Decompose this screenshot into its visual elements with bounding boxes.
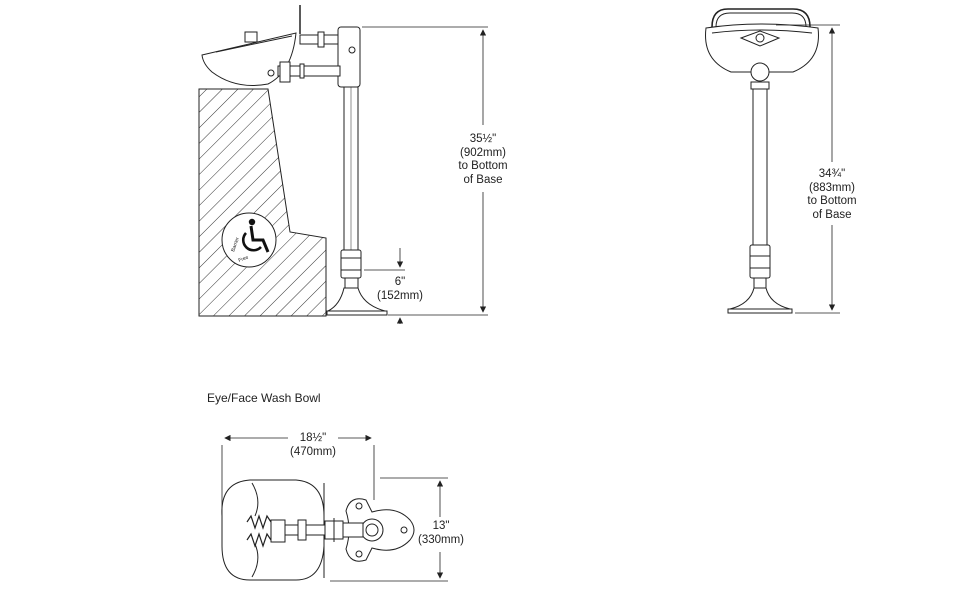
front-height-imperial: 34¾" (818, 168, 846, 180)
front-height-dimension: 34¾" (883mm) to Bottom of Base (801, 168, 863, 222)
bowl-depth-dimension: 13" (330mm) (410, 520, 472, 547)
base-height-imperial: 6" (394, 276, 406, 288)
bowl-plan-view (221, 434, 448, 582)
side-height-note-1: to Bottom (458, 160, 508, 172)
front-view (705, 8, 840, 314)
wall-section (198, 88, 327, 317)
push-handle (711, 8, 811, 28)
side-height-dimension: 35½" (902mm) to Bottom of Base (452, 133, 514, 187)
bowl-caption: Eye/Face Wash Bowl (207, 391, 321, 405)
side-height-note-2: of Base (463, 173, 503, 186)
base-height-dimension: 6" (152mm) (370, 276, 430, 303)
access-text-2: Free (238, 255, 250, 264)
front-height-note-1: to Bottom (807, 195, 857, 207)
bowl-width-dimension: 18½" (470mm) (282, 432, 344, 459)
bowl-depth-metric: (330mm) (417, 533, 464, 546)
side-view: Barrier Free (198, 5, 488, 324)
bowl-width-imperial: 18½" (299, 432, 327, 444)
front-bowl (705, 23, 819, 73)
access-text-1: Barrier (230, 236, 241, 252)
bowl-depth-imperial: 13" (432, 520, 450, 532)
accessibility-symbol: Barrier Free (221, 212, 277, 268)
base-height-metric: (152mm) (376, 289, 423, 302)
front-height-metric: (883mm) (808, 181, 855, 194)
side-height-imperial: 35½" (469, 133, 497, 145)
side-height-metric: (902mm) (459, 146, 506, 159)
front-height-note-2: of Base (812, 208, 852, 221)
bowl-width-metric: (470mm) (289, 445, 336, 458)
